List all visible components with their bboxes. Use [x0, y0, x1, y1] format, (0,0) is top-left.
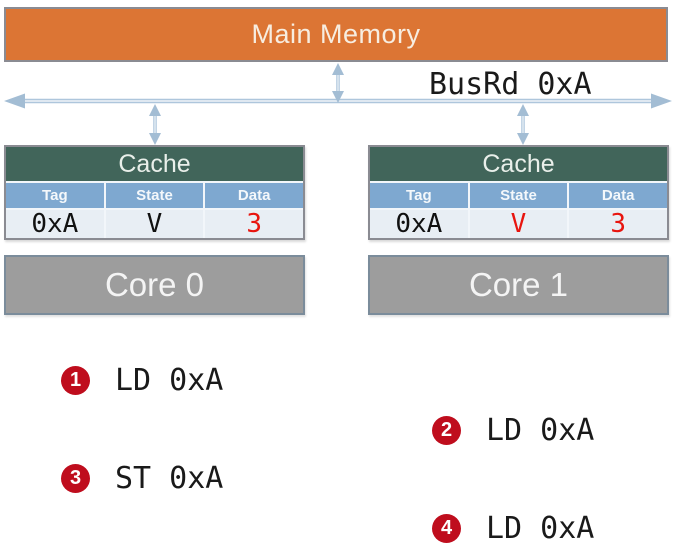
- core0-label: Core 0: [104, 266, 205, 303]
- core1-box: Core 1: [368, 255, 669, 315]
- bus-transaction-label: BusRd 0xA: [429, 67, 592, 102]
- tag-value: 0xA: [370, 210, 468, 238]
- memory-bus-arrow: [332, 63, 344, 103]
- state-value: V: [103, 210, 204, 238]
- step-badge: 4: [432, 514, 461, 543]
- core0-box: Core 0: [4, 255, 305, 315]
- step-badge: 2: [432, 416, 461, 445]
- cache-entry-row: 0xA V 3: [370, 208, 668, 238]
- operation-1: 1 LD 0xA: [61, 363, 223, 398]
- cache-table-core1: Cache Tag State Data 0xA V 3: [368, 145, 669, 240]
- bus-arrowhead-right: [651, 93, 672, 109]
- operation-text: LD 0xA: [115, 363, 224, 398]
- column-header-data: Data: [567, 183, 668, 208]
- cache-column-headers: Tag State Data: [6, 181, 304, 208]
- core1-label: Core 1: [468, 266, 569, 303]
- cache-table-core0: Cache Tag State Data 0xA V 3: [4, 145, 305, 240]
- operation-text: ST 0xA: [115, 461, 224, 496]
- state-value: V: [467, 210, 568, 238]
- step-badge: 1: [61, 366, 90, 395]
- operation-text: LD 0xA: [486, 511, 595, 546]
- operation-3: 3 ST 0xA: [61, 461, 223, 496]
- operation-4: 4 LD 0xA: [432, 511, 594, 546]
- tag-value: 0xA: [6, 210, 104, 238]
- column-header-tag: Tag: [370, 183, 468, 208]
- right-cache-bus-arrow: [517, 104, 529, 145]
- column-header-tag: Tag: [6, 183, 104, 208]
- column-header-state: State: [103, 183, 204, 208]
- data-value: 3: [567, 210, 668, 238]
- cache-title: Cache: [370, 147, 667, 181]
- operation-2: 2 LD 0xA: [432, 413, 594, 448]
- main-memory-label: Main Memory: [251, 19, 421, 49]
- cache-title: Cache: [6, 147, 303, 181]
- cache-column-headers: Tag State Data: [370, 181, 668, 208]
- main-memory-box: Main Memory: [4, 7, 668, 62]
- step-badge: 3: [61, 464, 90, 493]
- bus-arrowhead-left: [4, 93, 25, 109]
- operation-text: LD 0xA: [486, 413, 595, 448]
- column-header-data: Data: [203, 183, 304, 208]
- column-header-state: State: [467, 183, 568, 208]
- data-value: 3: [203, 210, 304, 238]
- bus-and-arrows: [4, 63, 672, 145]
- left-cache-bus-arrow: [149, 104, 161, 145]
- cache-entry-row: 0xA V 3: [6, 208, 304, 238]
